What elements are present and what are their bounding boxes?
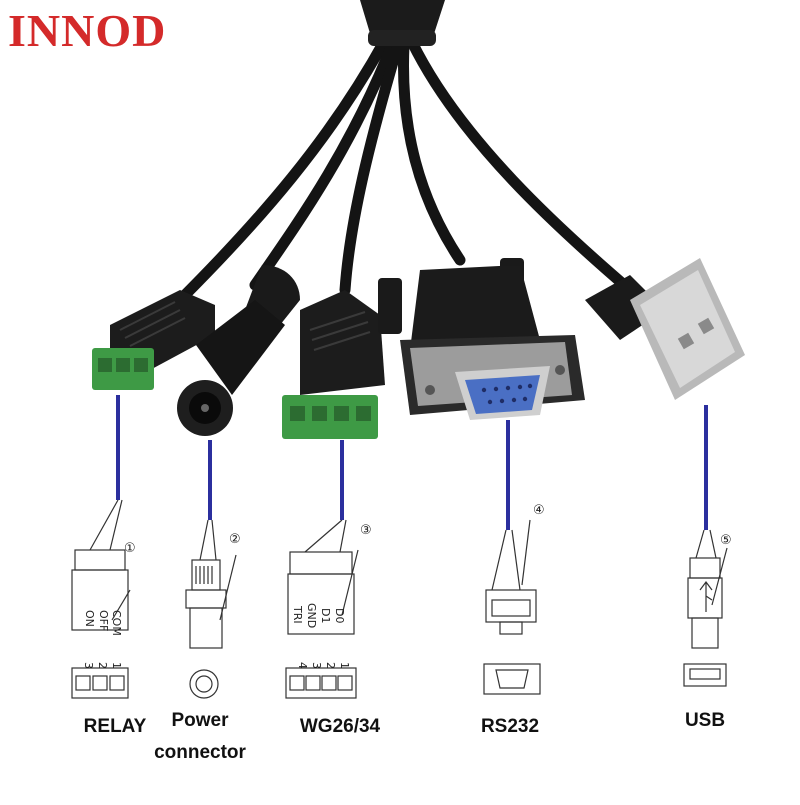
rs232-label: RS232 [480,716,540,737]
wiegand-pin-number-4: 4 [296,662,309,669]
wiegand-terminal-block [282,290,385,439]
relay-number: ① [124,541,136,556]
wiegand-pin-number-2: 2 [324,662,337,669]
wiegand-pin-gnd: GND [305,603,318,628]
relay-label: RELAY [83,716,147,737]
relay-pin-number-2: 2 [96,662,109,669]
power-schematic [185,519,237,699]
brand-logo: INNOD [8,5,167,56]
rs232-schematic [483,519,541,695]
relay-pin-number-3: 3 [82,662,95,669]
wiegand-pin-number-1: 1 [338,662,351,669]
cable-bundle [174,34,636,306]
usb-label: USB [684,710,726,731]
relay-pin-com: COM [110,610,123,636]
wiegand-number: ③ [360,523,372,538]
relay-pin-number-1: 1 [110,662,123,669]
power-label-line2: connector [154,742,246,763]
db9-connector [378,258,585,420]
wiegand-schematic [285,519,359,699]
wiegand-pin-d0: D0 [333,608,346,623]
wiegand-pin-tri: TRI [291,605,304,624]
power-number: ② [229,532,241,547]
relay-pin-off: OFF [97,610,110,631]
relay-pin-on: ON [83,610,96,627]
usb-schematic [683,529,728,687]
power-barrel-connector [177,265,300,436]
relay-terminal-block [92,290,215,390]
rs232-number: ④ [533,503,545,518]
wiegand-label: WG26/34 [299,716,381,737]
usb-a-connector [585,258,745,400]
usb-number: ⑤ [720,533,732,548]
wiegand-pin-d1: D1 [319,608,332,623]
relay-schematic [71,499,131,699]
power-label-line1: Power [171,710,229,731]
lead-lines [116,395,708,530]
wiegand-pin-number-3: 3 [310,662,323,669]
